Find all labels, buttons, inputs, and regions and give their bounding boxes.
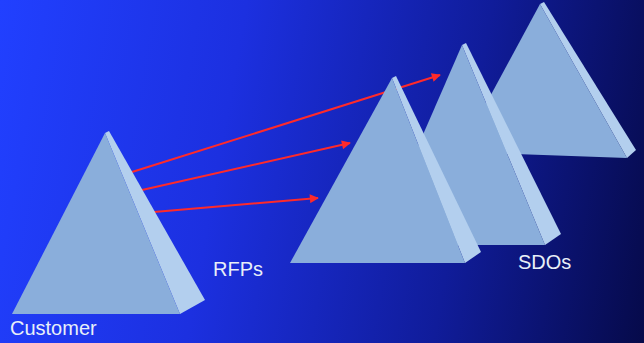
pyramid-shape [8,128,208,342]
red-arrow [154,198,318,212]
group-label: RFPs [213,257,263,281]
pyramid-front-face [290,78,465,263]
red-arrow [142,143,350,190]
pyramid-caption: Customer [10,316,97,340]
pyramid-node [285,75,485,270]
pyramid-node: Customer [8,128,208,342]
pyramid-shape [285,75,485,270]
pyramid-front-face [12,133,180,314]
pyramid-caption: SDOs [518,250,571,274]
